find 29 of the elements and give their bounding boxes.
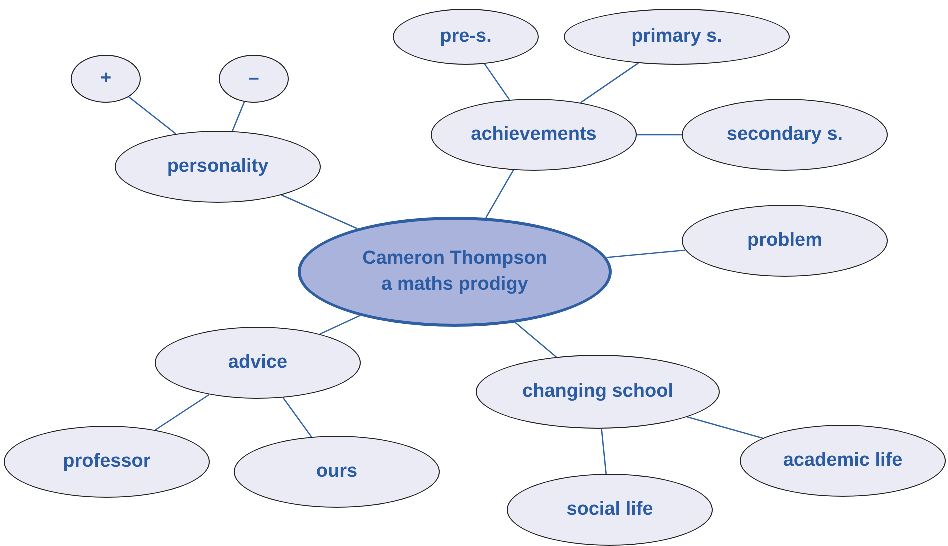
node-label: problem <box>748 229 822 254</box>
connector-line <box>320 315 360 335</box>
node-label: secondary s. <box>726 123 844 148</box>
connector-line <box>601 428 607 474</box>
node-label: changing school <box>522 380 674 404</box>
node-label: personality <box>167 155 269 180</box>
connector-line <box>128 96 177 135</box>
connector-line <box>232 102 246 132</box>
connector-line <box>282 398 312 438</box>
node-label: professor <box>63 450 151 474</box>
node-label: achievements <box>471 123 597 148</box>
connector-line <box>282 194 358 230</box>
connector-line <box>580 62 639 104</box>
node-label: + <box>100 67 112 92</box>
connector-line <box>486 170 514 218</box>
node-label: Cameron Thompson a maths prodigy <box>362 247 548 297</box>
node-label: – <box>248 67 260 92</box>
connector-line <box>637 134 682 136</box>
connector-line <box>484 64 510 100</box>
node-label: academic life <box>783 449 903 474</box>
connector-line <box>687 416 763 440</box>
connector-line <box>155 394 210 431</box>
node-label: advice <box>228 351 288 376</box>
node-label: primary s. <box>632 25 722 50</box>
node-label: ours <box>316 460 358 484</box>
node-label: pre-s. <box>440 25 492 50</box>
node-label: social life <box>566 498 654 522</box>
connector-line <box>515 322 557 358</box>
connector-line <box>606 250 686 258</box>
